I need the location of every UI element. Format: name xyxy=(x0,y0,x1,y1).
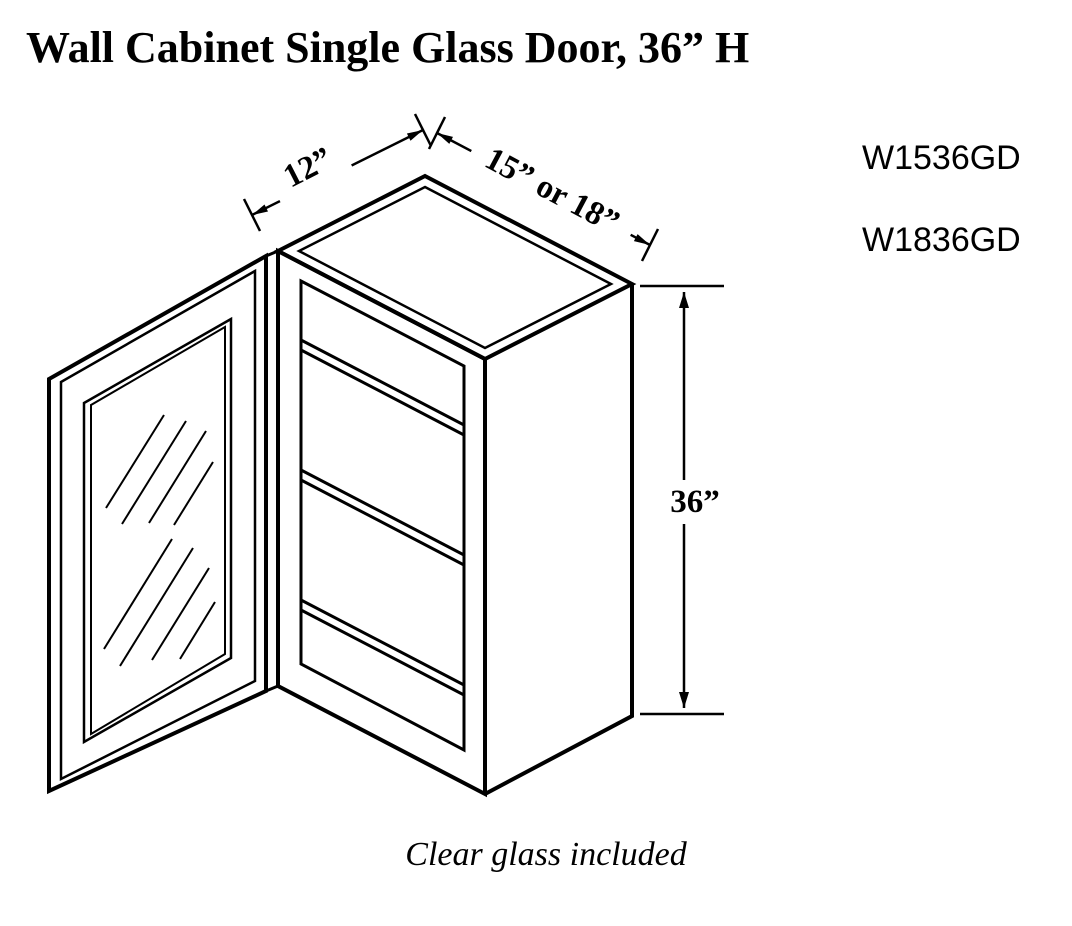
shelf-1-thickness xyxy=(300,348,465,437)
height-arrowhead-bottom xyxy=(679,692,689,708)
glass-hatch-line xyxy=(151,567,210,661)
height-dimension-label: 36” xyxy=(670,484,720,520)
dimension-depth: 12” xyxy=(242,113,433,232)
door-hinge-connector-bottom xyxy=(265,684,279,693)
glass-door xyxy=(47,249,279,795)
glass-frame-inner xyxy=(90,325,226,736)
glass-hatch-line xyxy=(121,420,187,525)
door-hinge-connector-top xyxy=(265,249,279,258)
width-arrowhead-left xyxy=(437,133,453,144)
glass-hatch-line xyxy=(148,430,207,524)
product-code-w1536gd: W1536GD xyxy=(862,139,1021,177)
glass-frame-outer xyxy=(82,316,233,745)
height-arrowhead-top xyxy=(679,292,689,308)
page-title: Wall Cabinet Single Glass Door, 36” H xyxy=(26,23,750,72)
glass-hatch-line xyxy=(105,414,165,509)
glass-hatch-line xyxy=(179,601,216,660)
cabinet-top-inner-rim xyxy=(296,185,614,350)
shelf-3-front-edge xyxy=(300,598,465,687)
caption: Clear glass included xyxy=(405,836,687,873)
door-outer-edge xyxy=(47,252,268,795)
glass-hatching xyxy=(103,414,216,667)
dimension-height: 36” xyxy=(640,284,728,716)
cabinet-right-side xyxy=(484,284,634,796)
shelf-3-thickness xyxy=(300,608,465,697)
cabinet-shelves xyxy=(300,338,465,697)
door-inner-edge xyxy=(59,268,257,782)
width-arrowhead-right xyxy=(633,234,650,245)
product-code-w1836gd: W1836GD xyxy=(862,221,1021,259)
glass-hatch-line xyxy=(173,461,214,526)
glass-hatch-line xyxy=(119,547,194,667)
shelf-1-front-edge xyxy=(300,338,465,427)
depth-arrowhead-left xyxy=(252,204,268,215)
width-label-mask xyxy=(463,131,641,251)
shelf-2-front-edge xyxy=(300,468,465,557)
cabinet-body xyxy=(273,173,637,798)
product-code-list: W1536GD W1836GD xyxy=(862,140,1021,258)
glass-hatch-line xyxy=(103,538,173,650)
depth-label-mask xyxy=(263,132,353,204)
height-label-mask xyxy=(662,480,728,524)
face-frame-opening xyxy=(299,278,466,753)
shelf-2-thickness xyxy=(300,478,465,567)
depth-arrowhead-right xyxy=(406,130,423,141)
